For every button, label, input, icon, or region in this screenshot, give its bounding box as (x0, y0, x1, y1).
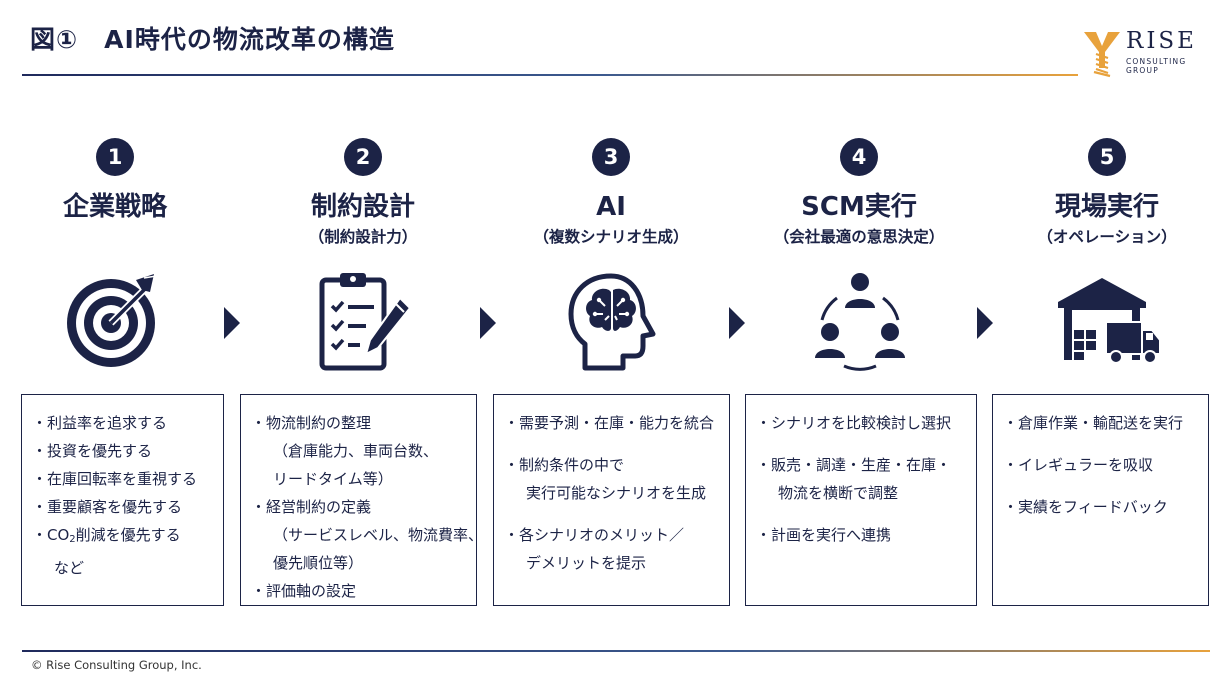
step-title: 制約設計 (310, 192, 415, 222)
step-title: AI (596, 192, 626, 222)
step-4-details-box: ・シナリオを比較検討し選択 ・販売・調達・生産・在庫・ 物流を横断で調整 ・計画… (745, 394, 977, 606)
detail-line: （倉庫能力、車両台数、 (273, 442, 439, 460)
logo-subtext-2: GROUP (1126, 66, 1159, 75)
chevron-right-icon (729, 307, 745, 339)
detail-text: ・CO (32, 526, 70, 544)
header-divider (22, 74, 1078, 76)
detail-line: ・計画を実行へ連携 (756, 526, 892, 544)
step-5-details-box: ・倉庫作業・輸配送を実行 ・イレギュラーを吸収 ・実績をフィードバック (992, 394, 1209, 606)
step-subtitle: （オペレーション） (1037, 228, 1177, 246)
chevron-right-icon (224, 307, 240, 339)
step-number-badge: 4 (840, 138, 878, 176)
detail-line: 物流を横断で調整 (778, 484, 899, 502)
logo-subtext-1: CONSULTING (1126, 57, 1187, 66)
team-cycle-icon (815, 273, 905, 371)
step-3-details-box: ・需要予測・在庫・能力を統合 ・制約条件の中で 実行可能なシナリオを生成 ・各シ… (493, 394, 730, 606)
copyright-text: © Rise Consulting Group, Inc. (31, 658, 202, 672)
detail-line: ・需要予測・在庫・能力を統合 (504, 414, 715, 432)
detail-line: ・投資を優先する (32, 442, 153, 460)
detail-line: （サービスレベル、物流費率、 (273, 526, 484, 544)
step-subtitle (10, 225, 220, 245)
step-3: 3 AI （複数シナリオ生成） (506, 138, 716, 246)
detail-line: ・CO2削減を優先する (32, 521, 223, 554)
checklist-icon (319, 273, 412, 371)
detail-line: ・倉庫作業・輸配送を実行 (1003, 414, 1184, 432)
chevron-right-icon (480, 307, 496, 339)
step-subtitle: （会社最適の意思決定） (773, 228, 945, 246)
step-5: 5 現場実行 （オペレーション） (1002, 138, 1212, 246)
detail-line: ・各シナリオのメリット／ (504, 526, 685, 544)
detail-line: ・利益率を追求する (32, 414, 168, 432)
rise-logo-icon (1084, 32, 1120, 78)
logo-wordmark: RISE (1126, 28, 1197, 54)
footer-divider (22, 650, 1210, 652)
detail-line: 優先順位等） (273, 554, 364, 572)
step-title: 企業戦略 (62, 192, 167, 222)
detail-line: ・経営制約の定義 (251, 498, 372, 516)
target-icon (67, 274, 157, 367)
detail-line: など (54, 559, 85, 577)
step-4: 4 SCM実行 （会社最適の意思決定） (754, 138, 964, 246)
step-title: SCM実行 (801, 192, 917, 222)
step-2-details-box: ・物流制約の整理 （倉庫能力、車両台数、 リードタイム等） ・経営制約の定義 （… (240, 394, 484, 606)
page-title: 図① AI時代の物流改革の構造 (30, 25, 395, 54)
detail-line: ・在庫回転率を重視する (32, 470, 198, 488)
step-subtitle: （複数シナリオ生成） (533, 228, 689, 246)
step-title: 現場実行 (1054, 192, 1159, 222)
step-2: 2 制約設計 （制約設計力） (258, 138, 468, 246)
step-number-badge: 5 (1088, 138, 1126, 176)
step-number-badge: 3 (592, 138, 630, 176)
chevron-right-icon (977, 307, 993, 339)
detail-line: デメリットを提示 (526, 554, 647, 572)
detail-text: 削減を優先する (75, 526, 181, 544)
detail-line: ・シナリオを比較検討し選択 (756, 414, 952, 432)
subscript: 2 (69, 534, 76, 545)
detail-line: ・評価軸の設定 (251, 582, 357, 600)
detail-line: ・物流制約の整理 (251, 414, 372, 432)
step-1: 1 企業戦略 (10, 138, 220, 245)
detail-line: ・重要顧客を優先する (32, 498, 183, 516)
step-1-details-box: ・利益率を追求する ・投資を優先する ・在庫回転率を重視する ・重要顧客を優先す… (21, 394, 224, 606)
step-number-badge: 2 (344, 138, 382, 176)
detail-line: ・実績をフィードバック (1003, 498, 1168, 516)
ai-head-icon (568, 273, 656, 371)
detail-line: 実行可能なシナリオを生成 (526, 484, 707, 502)
detail-line: リードタイム等） (273, 470, 393, 488)
company-logo: RISE CONSULTING GROUP (1082, 28, 1212, 80)
detail-line: ・販売・調達・生産・在庫・ (756, 456, 952, 474)
step-subtitle: （制約設計力） (308, 228, 418, 246)
warehouse-truck-icon (1058, 278, 1161, 364)
step-number-badge: 1 (96, 138, 134, 176)
detail-line: ・制約条件の中で (504, 456, 625, 474)
detail-line: ・イレギュラーを吸収 (1003, 456, 1154, 474)
